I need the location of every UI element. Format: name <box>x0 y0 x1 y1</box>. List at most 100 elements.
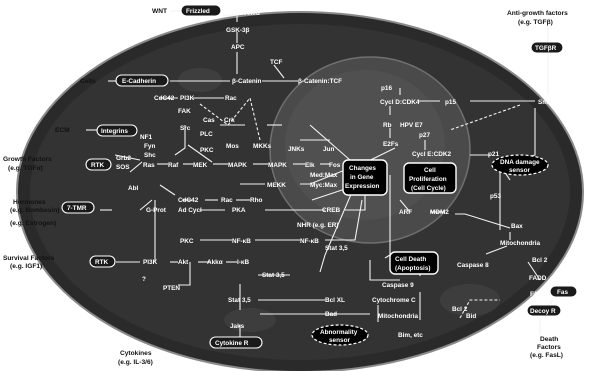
stat35a-node: Stat 3,5 <box>325 245 348 252</box>
dna-damage-line-1: DNA damage <box>500 159 540 166</box>
rtk-survival-label: RTK <box>95 259 109 266</box>
shc-node: Shc <box>144 152 156 159</box>
gsk3b-node: GSK-3β <box>226 27 250 34</box>
rb-node: Rb <box>383 122 392 129</box>
tcf-node: TCF <box>270 59 283 66</box>
pi3k-node: PI3K <box>180 95 195 102</box>
bid-node: Bid <box>466 313 476 320</box>
stat35c-node: Stat 3,5 <box>228 297 251 304</box>
p53-node: p53 <box>490 193 501 200</box>
p16-node: p16 <box>381 85 392 92</box>
cell-proliferation-line-2: Proliferation <box>409 176 447 183</box>
ikb-node: I-κB <box>237 259 249 266</box>
integrins-label: Integrins <box>101 128 128 135</box>
hpv-e7-node: HPV E7 <box>400 122 423 129</box>
nhr-node: NHR (e.g. ER) <box>297 222 339 229</box>
cell-death-line-1: Cell Death <box>395 256 426 263</box>
tgfbr-receptor: TGFβR <box>531 42 563 53</box>
cdc42-node: CdC42 <box>154 95 175 102</box>
seven-tmr-label: 7-TMR <box>67 205 87 212</box>
gene-expression-line-3: Expression <box>345 183 380 190</box>
integrins-receptor: Integrins <box>97 125 137 136</box>
bad-node: Bad <box>325 311 337 318</box>
mapk-node: MAPK <box>228 162 247 169</box>
caspase8-node: Caspase 8 <box>457 262 489 269</box>
decoy-receptor: Decoy R <box>527 305 561 316</box>
p15-node: p15 <box>445 99 456 106</box>
mkks-node: MKKs <box>253 143 272 150</box>
src-node: Src <box>180 125 191 132</box>
death-factors-label-2: Factors <box>537 344 561 351</box>
cycl-d-cdk4-node: Cycl D:CDK4 <box>380 99 420 106</box>
stat35b-node: Stat 3,5 <box>262 272 285 279</box>
dna-damage-sensor: DNA damage sensor <box>492 155 548 175</box>
death-factors-example: (e.g. FasL) <box>530 352 563 359</box>
smads-node: Smads <box>538 99 559 106</box>
cdc42b-node: CdC42 <box>178 197 199 204</box>
rtk-survival-receptor: RTK <box>90 256 115 267</box>
p27-node: p27 <box>419 132 430 139</box>
rac-node: Rac <box>225 95 237 102</box>
question-node: ? <box>142 276 146 283</box>
ecm-label: ECM <box>55 127 70 134</box>
mitochondria2-node: Mitochondria <box>378 313 419 320</box>
bax-node: Bax <box>511 223 523 230</box>
pi3k2-node: PI3K <box>143 259 158 266</box>
caspase9-node: Caspase 9 <box>382 282 414 289</box>
mekk-node: MEKK <box>267 182 286 189</box>
disheveled-node: Disheveled <box>226 10 260 17</box>
gene-expression-box: Changes in Gene Expression <box>343 160 387 195</box>
fas-receptor: Fas <box>550 286 577 297</box>
cycl-e-cdk2-node: Cycl E:CDK2 <box>412 151 452 158</box>
abnormality-line-1: Abnormality <box>320 329 358 336</box>
frizzled-receptor: Frizzled <box>181 5 221 16</box>
e2fs-node: E2Fs <box>383 141 399 148</box>
fos-node: Fos <box>329 162 341 169</box>
med-max-node: Med:Max <box>310 172 338 179</box>
wnt-label: WNT <box>152 8 167 15</box>
b-catenin-node: β-Catenin <box>232 78 262 85</box>
p21-node: p21 <box>488 151 499 158</box>
rtk-receptor: RTK <box>86 159 111 170</box>
pka-node: PKA <box>232 207 246 214</box>
cytokine-receptor: Cytokine R <box>210 337 262 348</box>
growth-factors-label: Growth Factors <box>3 156 52 163</box>
anti-growth-label: Anti-growth factors <box>507 10 568 17</box>
seven-tmr-receptor: 7-TMR <box>62 202 94 213</box>
mapk2-node: MAPK <box>268 162 287 169</box>
nfkb2-node: NF-κB <box>300 238 319 245</box>
cytokines-example: (e.g. IL-3/6) <box>118 359 153 366</box>
cell-proliferation-line-3: (Cell Cycle) <box>411 185 446 192</box>
survival-factors-example: (e.g. IGF1) <box>10 263 42 270</box>
bim-node: Bim, etc <box>398 332 423 339</box>
cytokines-label: Cytokines <box>120 350 152 357</box>
sos-node: SOS <box>116 164 130 171</box>
mitochondria-node: Mitochondria <box>500 240 541 247</box>
gene-expression-line-2: in Gene <box>350 174 374 181</box>
growth-factors-example: (e.g. TGFα) <box>8 165 43 172</box>
cell-proliferation-line-1: Cell <box>424 167 436 174</box>
b-catenin-tcf-node: β-Catenin:TCF <box>298 78 342 85</box>
estrogen-example: (e.g. Estrogen) <box>10 220 56 227</box>
death-factors-label: Death <box>540 336 558 343</box>
bcl-xl-node: Bcl XL <box>325 297 345 304</box>
cytochrome-c-node: Cytochrome C <box>372 297 416 304</box>
pten-node: PTEN <box>163 285 180 292</box>
tgfbr-label: TGFβR <box>535 45 557 52</box>
fak-node: FAK <box>178 108 191 115</box>
plc-node: PLC <box>200 131 213 138</box>
fap-node: FAP <box>530 291 543 298</box>
abnormality-line-2: sensor <box>329 337 350 344</box>
akt-node: Akt <box>178 259 189 266</box>
ad-cycl-node: Ad Cycl <box>178 207 202 214</box>
cells-label: Cells <box>80 78 96 85</box>
grb2-node: Grb2 <box>116 155 131 162</box>
hormones-example: (e.g. Bombesin) <box>10 207 59 214</box>
cell-proliferation-box: Cell Proliferation (Cell Cycle) <box>404 163 456 193</box>
frizzled-label: Frizzled <box>186 8 210 15</box>
jaks-node: Jaks <box>230 323 245 330</box>
mdm2-node: MDM2 <box>430 209 449 216</box>
gene-expression-line-1: Changes <box>349 165 376 172</box>
e-cadherin-receptor: E-Cadherin <box>116 75 168 86</box>
